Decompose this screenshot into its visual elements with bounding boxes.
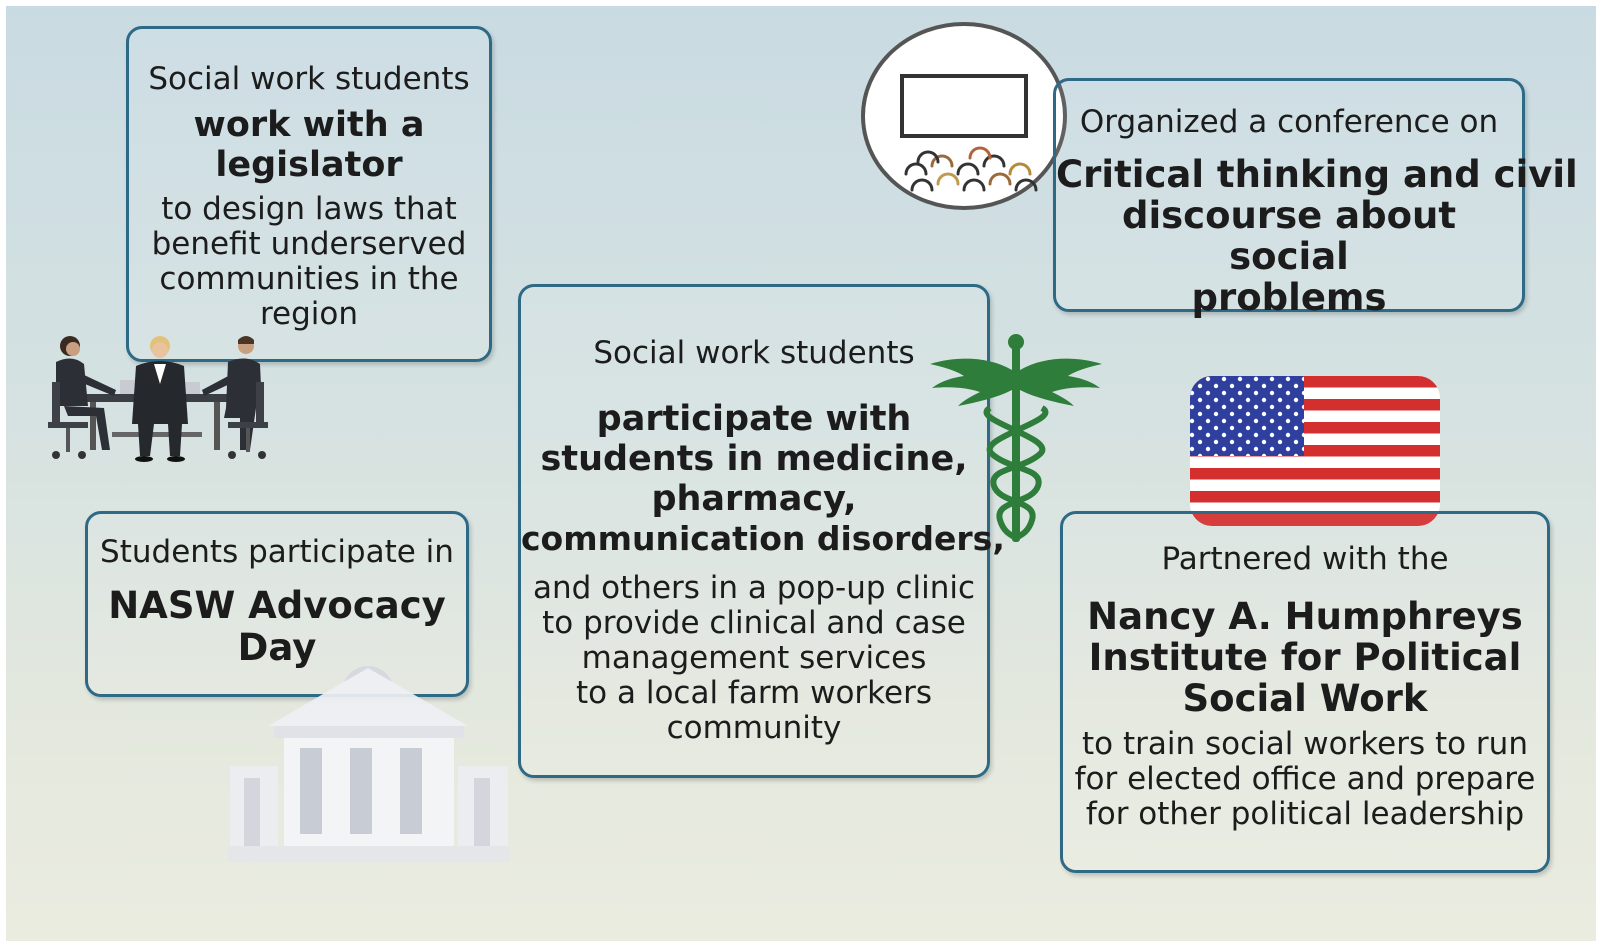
institute-highlight-3: Social Work — [1182, 677, 1428, 720]
caduceus-icon — [930, 334, 1102, 542]
conference-audience-icon — [861, 22, 1067, 210]
advocacy-card: Students participate in NASW Advocacy Da… — [85, 511, 469, 697]
conference-highlight-3: problems — [1191, 276, 1387, 319]
clinic-detail-1: and others in a pop-up clinic — [533, 570, 975, 606]
legislator-detail-1: to design laws that — [161, 191, 457, 227]
advocacy-highlight-1: NASW Advocacy — [108, 584, 446, 627]
clinic-detail-3: management services — [581, 640, 927, 676]
us-flag-icon — [1190, 376, 1440, 526]
clinic-intro: Social work students — [593, 335, 915, 371]
advocacy-highlight-2: Day — [237, 626, 317, 669]
institute-card: Partnered with the Nancy A. Humphreys In… — [1060, 511, 1550, 873]
clinic-highlight-1: participate with — [596, 399, 912, 439]
institute-highlight-2: Institute for Political — [1088, 636, 1522, 679]
clinic-highlight-3: pharmacy, — [651, 479, 857, 519]
conference-card: Organized a conference on Critical think… — [1053, 78, 1578, 318]
clinic-card: Social work students participate with st… — [518, 284, 1005, 778]
clinic-detail-4: to a local farm workers — [576, 675, 932, 711]
government-building-icon — [228, 666, 510, 862]
clinic-highlight-2: students in medicine, — [540, 439, 968, 479]
clinic-highlight-4: communication disorders, — [521, 519, 1005, 558]
institute-intro: Partnered with the — [1161, 541, 1449, 577]
institute-detail-3: for other political leadership — [1085, 796, 1525, 832]
conference-highlight-2: discourse about social — [1121, 194, 1457, 278]
legislator-detail-3: communities in the — [159, 261, 459, 297]
legislator-detail-4: region — [259, 296, 359, 332]
meeting-people-icon — [48, 336, 268, 462]
infographic-canvas: Social work students work with a legisla… — [6, 6, 1596, 941]
legislator-detail-2: benefit underserved — [151, 226, 467, 262]
legislator-highlight-1: work with a — [193, 105, 425, 145]
legislator-intro: Social work students — [148, 61, 470, 97]
institute-detail-2: for elected office and prepare — [1074, 761, 1536, 797]
clinic-detail-2: to provide clinical and case — [542, 605, 966, 641]
conference-highlight-1: Critical thinking and civil — [1056, 153, 1578, 196]
clinic-detail-5: community — [666, 710, 842, 746]
legislator-highlight-2: legislator — [215, 145, 403, 185]
advocacy-intro: Students participate in — [100, 534, 454, 570]
conference-intro: Organized a conference on — [1079, 104, 1499, 140]
institute-highlight-1: Nancy A. Humphreys — [1087, 595, 1523, 638]
legislator-card: Social work students work with a legisla… — [126, 26, 492, 362]
institute-detail-1: to train social workers to run — [1082, 726, 1528, 762]
